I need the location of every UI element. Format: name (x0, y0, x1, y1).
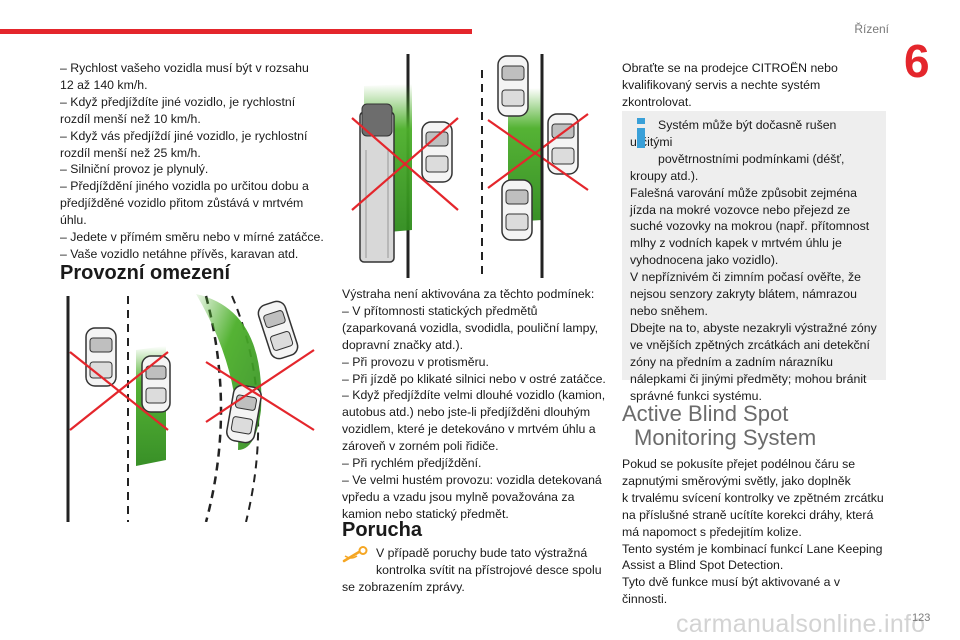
text-line: – Vaše vozidlo netáhne přívěs, karavan a… (60, 246, 299, 261)
text-line: – Ve velmi hustém provozu: vozidla detek… (342, 472, 602, 487)
text-line: úhlu. (60, 213, 87, 228)
text-line: zkontrolovat. (622, 94, 692, 109)
text-line: kroupy atd.). (630, 168, 699, 183)
text-line: nejsou senzory zakryty blátem, námrazou (630, 287, 857, 302)
text-line: – Jedete v přímém směru nebo v mírné zat… (60, 230, 324, 245)
truck-icon (359, 103, 395, 263)
text-line: Systém může být dočasně rušen určitými (630, 118, 837, 149)
text-line: 12 až 140 km/h. (60, 77, 148, 92)
text-line: – Při rychlém předjíždění. (342, 456, 482, 471)
section-title: Řízení (854, 22, 889, 36)
text-line: Obraťte se na prodejce CITROËN nebo (622, 61, 838, 75)
text-line: rozdíl menší než 25 km/h. (60, 145, 201, 160)
text-line: Tento systém je kombinací funkcí Lane Ke… (622, 541, 883, 556)
text-line: V případě poruchy bude tato výstražná (376, 546, 588, 560)
title-line: Active Blind Spot (622, 401, 789, 426)
text-line: kamion nebo statický předmět. (342, 506, 509, 521)
car-icon (501, 179, 533, 241)
red-cross-icon (205, 349, 315, 431)
column-2-not-activated: Výstraha není aktivována za těchto podmí… (342, 286, 606, 523)
text-line: dopravní značky atd.). (342, 337, 463, 352)
fault-description: V případě poruchy bude tato výstražná ko… (342, 545, 606, 596)
text-line: (zaparkovaná vozidla, svodidla, pouliční… (342, 320, 599, 335)
text-line: ve vnějších zpětných zrcátkách ani detek… (630, 337, 870, 352)
title-line: Monitoring System (634, 425, 817, 450)
text-line: zapnutými směrovými světly, jako doplněk (622, 473, 851, 488)
text-line: – Předjíždění jiného vozidla po určitou … (60, 179, 309, 194)
text-line: nálepkami či jinými předměty; mohou brán… (630, 371, 867, 386)
page-number: 123 (912, 612, 931, 624)
text-line: vyhodnocena jako vozidlo). (630, 253, 779, 268)
text-line: nebo sněhem. (630, 303, 708, 318)
text-line: Assist a Blind Spot Detection. (622, 558, 784, 573)
text-line: – Když vás předjíždí jiné vozidlo, je ry… (60, 128, 308, 143)
text-line: autobus atd.) nebo jste-li předjížděni d… (342, 405, 591, 420)
wrench-warning-icon (342, 546, 368, 563)
red-cross-icon (351, 117, 459, 211)
illustration-limitations-right (351, 54, 589, 278)
text-line: zóny na předním a zadním nárazníku (630, 354, 834, 369)
column-1-conditions: – Rychlost vašeho vozidla musí být v roz… (60, 60, 332, 263)
illustration-limitations-left (66, 294, 315, 522)
section-title-abs: Active Blind Spot Monitoring System (622, 402, 886, 452)
text-line: – Silniční provoz je plynulý. (60, 162, 209, 177)
text-line: rozdíl menší než 10 km/h. (60, 111, 201, 126)
car-icon (497, 55, 529, 117)
column-3-abs-body: Pokud se pokusíte přejet podélnou čáru s… (622, 456, 886, 608)
car-icon (257, 300, 299, 360)
text-line: povětrnostními podmínkami (déšť, (658, 151, 845, 166)
text-line: vozidlem, které je detekováno v mrtvém ú… (342, 422, 596, 437)
text-line: – V přítomnosti statických předmětů (342, 303, 538, 318)
lane-marking-curve (231, 295, 260, 522)
text-line: – Když předjíždíte velmi dlouhé vozidlo … (342, 388, 606, 403)
heading-operating-limits: Provozní omezení (60, 262, 231, 284)
text-line: k trvalému svícení kontrolky ve zpětném … (622, 490, 884, 505)
header-accent-bar (0, 29, 472, 34)
text-line: Pokud se pokusíte přejet podélnou čáru s… (622, 457, 856, 471)
info-icon (637, 118, 645, 148)
text-line: jízda na mokré vozovce nebo přejezd ze (630, 202, 851, 217)
info-box: Systém může být dočasně rušen určitými p… (622, 111, 886, 403)
text-line: – Při provozu v protisměru. (342, 354, 489, 369)
text-line: na příslušné straně ucítíte korekci dráh… (622, 507, 874, 522)
text-line: V nepříznivém či zimním počasí ověřte, ž… (630, 270, 861, 285)
text-line: správné funkci systému. (630, 388, 762, 403)
car-icon (547, 113, 579, 175)
text-line: – Rychlost vašeho vozidla musí být v roz… (60, 61, 309, 75)
text-line: Výstraha není aktivována za těchto podmí… (342, 287, 595, 301)
text-line: vpředu a vzadu jsou mylně považována za (342, 489, 575, 504)
text-line: předjížděné vozidlo přitom zůstává v mrt… (60, 196, 304, 211)
text-line: – Při jízdě po klikaté silnici nebo v os… (342, 371, 606, 386)
text-line: mlhy z vodních kapek v mrtvém úhlu je (630, 236, 842, 251)
heading-fault: Porucha (342, 519, 423, 541)
text-line: Dbejte na to, abyste nezakryli výstražné… (630, 320, 877, 335)
red-cross-icon (69, 351, 169, 431)
car-icon (421, 121, 453, 183)
text-line: kvalifikovaný servis a nechte systém (622, 77, 821, 92)
text-line: – Když předjíždíte jiné vozidlo, je rych… (60, 94, 296, 109)
text-line: se zobrazením zprávy. (342, 579, 465, 594)
column-3-contact: Obraťte se na prodejce CITROËN nebo kval… (622, 60, 886, 111)
red-cross-icon (487, 113, 589, 191)
text-line: má napomoct s předejitím kolize. (622, 524, 802, 539)
car-icon (226, 384, 262, 444)
car-icon (141, 355, 171, 413)
text-line: Falešná varování může způsobit zejména (630, 185, 857, 200)
text-line: Tyto dvě funkce musí být aktivované a v … (622, 575, 841, 607)
text-line: suché vozovky na mokrou (např. přítomnos… (630, 219, 870, 234)
text-line: zároveň v zorném poli řidiče. (342, 439, 499, 454)
chapter-number: 6 (904, 35, 930, 87)
watermark: carmanualsonline.info (676, 610, 926, 638)
text-line: kontrolka svítit na přístrojové desce sp… (376, 562, 602, 577)
